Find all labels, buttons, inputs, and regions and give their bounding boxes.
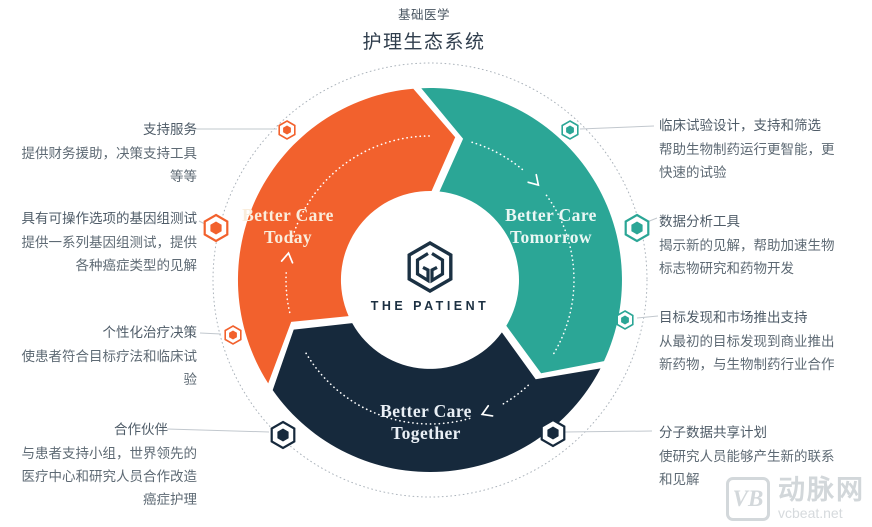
flow-arrowhead-icon (480, 404, 494, 417)
callout-leader-line (166, 428, 270, 433)
flow-dotted-arc (303, 349, 471, 425)
hexagon-marker-core (631, 221, 643, 235)
callout-desc: 使患者符合目标疗法和临床试验 (21, 349, 198, 387)
flow-arrowhead-icon (280, 251, 294, 264)
callout-leader-line (199, 332, 222, 335)
hexagon-marker-core (210, 221, 222, 235)
callout-desc: 提供财务援助，决策支持工具等等 (21, 146, 198, 184)
callout-desc: 从最初的目标发现到商业推出新药物，与生物制药行业合作 (659, 334, 835, 372)
vcbeat-watermark: VB 动脉网 vcbeat.net (726, 477, 865, 521)
flow-arrowhead-icon (527, 173, 540, 187)
vcbeat-name: 动脉网 (778, 475, 865, 505)
callout-desc: 提供一系列基因组测试，提供各种癌症类型的见解 (21, 235, 198, 273)
callout-desc: 使研究人员能够产生新的联系和见解 (659, 449, 835, 487)
callout-title: 数据分析工具 (659, 214, 740, 229)
callout-leader-line (636, 315, 659, 319)
callout-clinical-trials: 临床试验设计，支持和筛选 帮助生物制药运行更智能，更快速的试验 (659, 117, 836, 184)
hexagon-marker-core (547, 426, 559, 440)
segment-label-tomorrow-2: Tomorrow (510, 227, 592, 247)
callout-target-discovery: 目标发现和市场推出支持 从最初的目标发现到商业推出新药物，与生物制药行业合作 (659, 309, 836, 376)
callout-molecular-data-sharing: 分子数据共享计划 使研究人员能够产生新的联系和见解 (659, 424, 836, 491)
segment-tomorrow (421, 88, 622, 374)
segment-label-together-2: Together (391, 423, 461, 443)
segment-label-today: Better Care (242, 205, 334, 225)
page-subtitle: 基础医学 (397, 8, 450, 22)
outer-dotted-circle (212, 62, 648, 498)
callout-title: 临床试验设计，支持和筛选 (659, 118, 821, 133)
flow-dotted-arc (545, 194, 575, 355)
segment-label-today-2: Today (264, 227, 312, 247)
callout-title: 支持服务 (143, 122, 197, 137)
page-title: 护理生态系统 (362, 32, 486, 53)
segment-together (272, 323, 601, 473)
callout-title: 分子数据共享计划 (659, 425, 767, 440)
callout-personalized-treatment: 个性化治疗决策 使患者符合目标疗法和临床试验 (20, 324, 198, 391)
hexagon-marker-core (283, 125, 291, 135)
callout-desc: 与患者支持小组，世界领先的医疗中心和研究人员合作改造癌症护理 (21, 446, 198, 507)
callout-partners: 合作伙伴 与患者支持小组，世界领先的医疗中心和研究人员合作改造癌症护理 (20, 421, 198, 511)
hexagon-marker-core (566, 125, 574, 135)
hexagon-marker-core (621, 315, 629, 325)
callout-desc: 帮助生物制药运行更智能，更快速的试验 (659, 142, 835, 180)
callout-desc: 揭示新的见解，帮助加速生物标志物研究和药物开发 (659, 238, 835, 276)
segment-today (237, 88, 456, 384)
callout-title: 个性化治疗决策 (102, 325, 198, 340)
hexagon-marker-core (277, 428, 289, 442)
flow-dotted-arc (499, 384, 529, 407)
vcbeat-domain: vcbeat.net (778, 505, 843, 521)
segment-label-together: Better Care (380, 401, 472, 421)
hexagon-marker-core (229, 330, 237, 340)
callout-title: 具有可操作选项的基因组测试 (21, 211, 198, 226)
callout-leader-line (579, 125, 655, 130)
callout-genomic-testing: 具有可操作选项的基因组测试 提供一系列基因组测试，提供各种癌症类型的见解 (20, 210, 198, 277)
segment-label-tomorrow: Better Care (505, 205, 597, 225)
flow-dotted-arc (471, 141, 526, 173)
vcbeat-text: 动脉网 vcbeat.net (778, 475, 865, 522)
page-header: 基础医学 护理生态系统 (0, 4, 848, 54)
callout-support-services: 支持服务 提供财务援助，决策支持工具等等 (20, 121, 198, 188)
flow-dotted-arc (290, 135, 434, 242)
callout-leader-line (564, 430, 653, 433)
patient-label: THE PATIENT (371, 299, 490, 313)
vcbeat-logo-letters: VB (732, 486, 764, 511)
callout-title: 合作伙伴 (114, 422, 168, 437)
callout-title: 目标发现和市场推出支持 (659, 310, 808, 325)
vcbeat-logo-icon: VB (726, 477, 770, 521)
callout-data-analysis-tools: 数据分析工具 揭示新的见解，帮助加速生物标志物研究和药物开发 (659, 213, 836, 280)
patient-hexagon-logo-icon (407, 241, 453, 293)
